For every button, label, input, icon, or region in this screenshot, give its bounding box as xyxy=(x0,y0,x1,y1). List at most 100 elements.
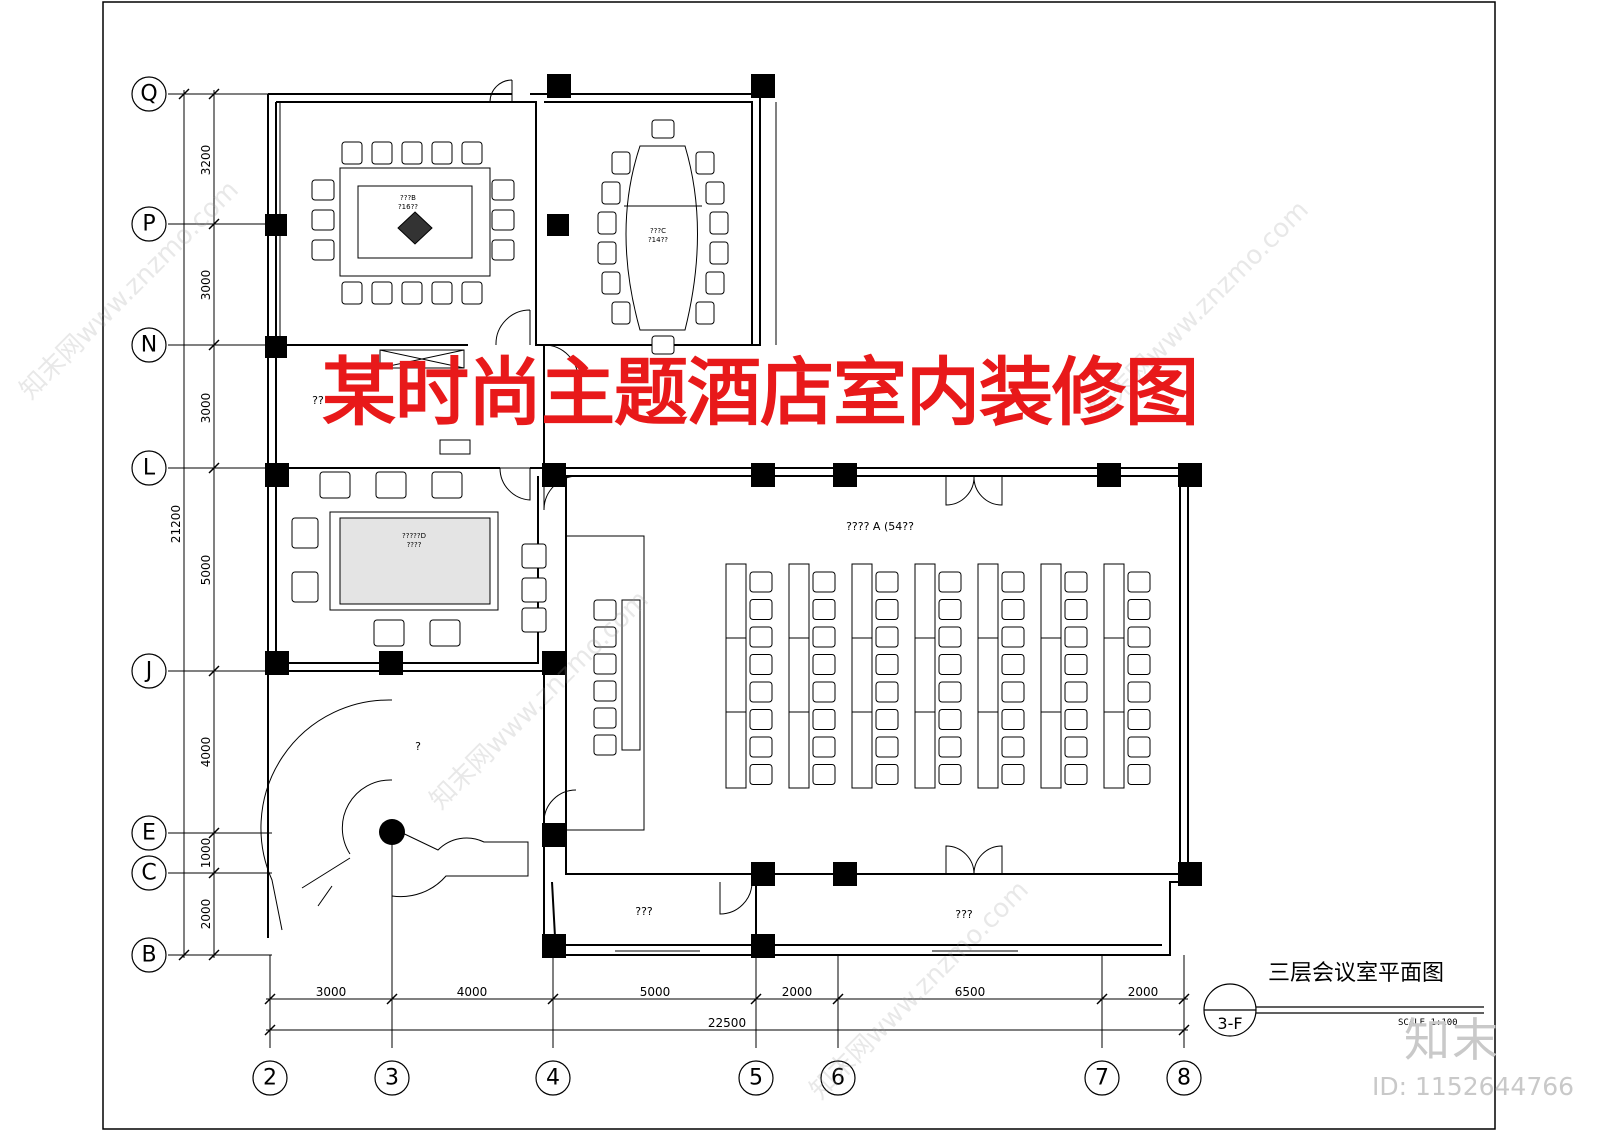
axis-bubble-2: 2 xyxy=(252,1060,288,1096)
axis-label: E xyxy=(142,821,156,846)
chair xyxy=(1127,764,1151,785)
room-b-furniture xyxy=(339,167,491,277)
chair xyxy=(812,764,836,785)
chair xyxy=(749,681,773,703)
chair xyxy=(311,179,335,201)
chair xyxy=(1127,599,1151,620)
desk xyxy=(725,563,747,789)
axis-bubble-6: 6 xyxy=(820,1060,856,1096)
chair xyxy=(812,599,836,620)
lobby-elements xyxy=(379,349,471,455)
stair-label: ? xyxy=(415,740,421,753)
chair xyxy=(875,681,899,703)
chair xyxy=(651,119,675,139)
chair xyxy=(491,179,515,201)
axis-label: 2 xyxy=(263,1066,277,1091)
desk xyxy=(851,563,873,789)
chair xyxy=(709,211,729,235)
desk xyxy=(914,563,936,789)
chair xyxy=(461,281,483,305)
chair xyxy=(1127,571,1151,593)
chair xyxy=(1001,709,1025,730)
drawing-scale: SCALE 1:100 xyxy=(1398,1018,1458,1028)
axis-bubble-E: E xyxy=(131,815,167,851)
axis-label: L xyxy=(143,456,156,481)
dim-v-2: 3000 xyxy=(199,270,213,301)
chair xyxy=(1127,626,1151,648)
chair xyxy=(593,653,617,675)
axis-label: Q xyxy=(140,82,157,107)
chair xyxy=(341,281,363,305)
stair-center-column xyxy=(379,819,405,845)
chair xyxy=(1064,736,1088,758)
chair xyxy=(749,654,773,675)
dim-h-1: 3000 xyxy=(316,985,347,999)
chair xyxy=(1001,764,1025,785)
windows xyxy=(279,102,1018,956)
horizontal-dimensions: 3000 4000 5000 2000 6500 2000 22500 xyxy=(316,985,1159,1030)
chair xyxy=(875,626,899,648)
chair xyxy=(1064,626,1088,648)
dim-v-total: 21200 xyxy=(169,505,183,543)
chair xyxy=(291,517,319,549)
chair xyxy=(593,599,617,621)
drawing-number: 3-F xyxy=(1217,1014,1242,1033)
chair xyxy=(521,577,547,603)
dim-h-4: 2000 xyxy=(782,985,813,999)
chair xyxy=(521,543,547,569)
chair xyxy=(938,681,962,703)
chair xyxy=(938,764,962,785)
room-b-capacity: ?16?? xyxy=(398,203,418,211)
chair xyxy=(749,599,773,620)
chair xyxy=(375,471,407,499)
chair xyxy=(875,571,899,593)
axis-label: 3 xyxy=(385,1066,399,1091)
desk xyxy=(1103,563,1125,789)
chair xyxy=(705,181,725,205)
chair xyxy=(938,626,962,648)
desk xyxy=(788,563,810,789)
chair xyxy=(1064,599,1088,620)
chair xyxy=(311,239,335,261)
chair xyxy=(593,680,617,702)
chair xyxy=(291,571,319,603)
dimension-lines xyxy=(183,90,1188,1031)
chair xyxy=(875,599,899,620)
chair xyxy=(695,301,715,325)
room-a-label: ???? A (54?? xyxy=(846,520,914,533)
room-d-capacity: ???? xyxy=(407,541,422,549)
chair xyxy=(1127,736,1151,758)
axis-bubble-L: L xyxy=(131,450,167,486)
dim-v-5: 4000 xyxy=(199,737,213,768)
chair xyxy=(1064,709,1088,730)
dim-h-3: 5000 xyxy=(640,985,671,999)
chair xyxy=(593,734,617,756)
chair xyxy=(749,736,773,758)
axis-bubble-J: J xyxy=(131,653,167,689)
chair xyxy=(491,209,515,231)
chair xyxy=(431,471,463,499)
chair xyxy=(371,141,393,165)
chair xyxy=(311,209,335,231)
chair xyxy=(749,571,773,593)
chair xyxy=(875,736,899,758)
chair xyxy=(749,764,773,785)
chair xyxy=(875,709,899,730)
room-c-furniture xyxy=(624,145,702,331)
image-id: ID: 1152644766 xyxy=(1372,1072,1575,1101)
axis-label: 5 xyxy=(749,1066,763,1091)
drawing-number-box: 3-F xyxy=(1217,1014,1242,1033)
desk xyxy=(1040,563,1062,789)
lobby-label: ?? xyxy=(312,394,324,407)
room-d-label: ?????D xyxy=(402,532,426,540)
chair xyxy=(749,709,773,730)
axis-bubble-C: C xyxy=(131,855,167,891)
drawing-title: 三层会议室平面图 xyxy=(1268,961,1445,986)
chair xyxy=(875,654,899,675)
chair xyxy=(812,654,836,675)
dim-h-6: 2000 xyxy=(1128,985,1159,999)
chair xyxy=(812,681,836,703)
